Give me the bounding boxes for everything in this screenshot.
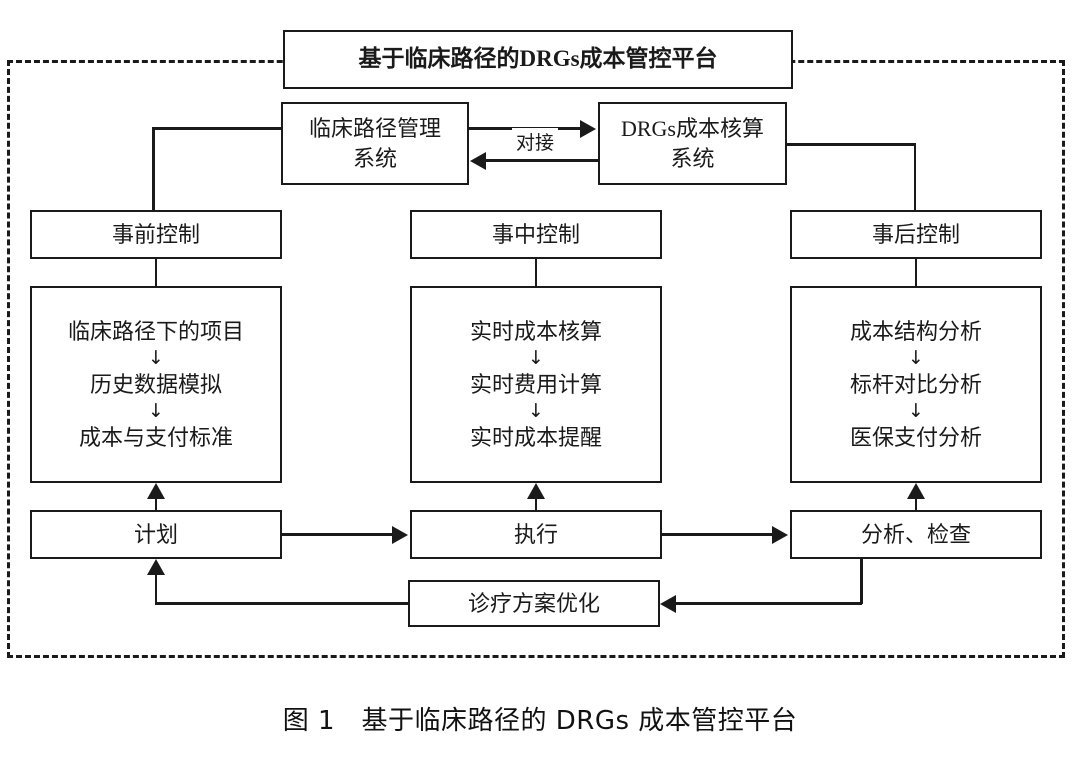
link-label-docking: 对接	[512, 128, 559, 155]
connector-act-left-to-plan	[154, 602, 409, 605]
connector-plan-up-to-pre-detail	[154, 494, 157, 510]
post-step-1: 成本结构分析	[849, 318, 982, 344]
clinical-pathway-system-box: 临床路径管理 系统	[281, 102, 469, 185]
down-arrow-icon: ↓	[528, 346, 544, 369]
post-detail-box: 成本结构分析 ↓ 标杆对比分析 ↓ 医保支付分析	[790, 286, 1042, 483]
post-control-label: 事后控制	[871, 221, 960, 247]
do-box: 执行	[410, 510, 662, 559]
post-step-2: 标杆对比分析	[849, 371, 982, 397]
connector-check-down-to-act	[860, 559, 863, 604]
pre-step-2: 历史数据模拟	[89, 371, 222, 397]
pre-control-label: 事前控制	[111, 221, 200, 247]
arrowhead-act-to-plan	[147, 559, 165, 575]
connector-drgs-down-to-post	[913, 143, 916, 210]
act-box: 诊疗方案优化	[408, 580, 660, 627]
arrowhead-plan-to-pre-detail	[147, 483, 165, 499]
connector-pathway-down-to-pre	[152, 127, 155, 210]
connector-check-up-to-post-detail	[914, 494, 917, 510]
arrowhead-do-to-check	[772, 525, 788, 544]
post-control-box: 事后控制	[790, 210, 1042, 259]
clinical-pathway-system-label: 临床路径管理 系统	[308, 116, 441, 171]
plan-label: 计划	[133, 521, 178, 547]
during-detail-box: 实时成本核算 ↓ 实时费用计算 ↓ 实时成本提醒	[410, 286, 662, 483]
down-arrow-icon: ↓	[528, 400, 544, 423]
during-step-2: 实时费用计算	[469, 371, 602, 397]
post-step-3: 医保支付分析	[849, 425, 982, 451]
connector-act-up-to-plan	[154, 575, 157, 604]
do-label: 执行	[513, 521, 558, 547]
arrowhead-plan-to-do	[392, 525, 408, 544]
plan-box: 计划	[30, 510, 282, 559]
platform-title-label: 基于临床路径的DRGs成本管控平台	[358, 46, 718, 72]
down-arrow-icon: ↓	[908, 400, 924, 423]
drgs-costing-system-label: DRGs成本核算 系统	[620, 116, 764, 171]
connector-pre-control-to-detail	[154, 259, 157, 286]
arrowhead-check-to-act	[660, 594, 676, 613]
down-arrow-icon: ↓	[148, 346, 164, 369]
connector-post-control-to-detail	[914, 259, 917, 286]
down-arrow-icon: ↓	[908, 346, 924, 369]
connector-check-left-to-act	[676, 602, 862, 605]
check-box: 分析、检查	[790, 510, 1042, 559]
down-arrow-icon: ↓	[148, 400, 164, 423]
arrowhead-pathway-to-drgs	[580, 119, 596, 138]
pre-step-3: 成本与支付标准	[78, 425, 233, 451]
check-label: 分析、检查	[860, 521, 971, 547]
connector-during-control-to-detail	[534, 259, 537, 286]
during-control-label: 事中控制	[491, 221, 580, 247]
arrowhead-check-to-post-detail	[907, 483, 925, 499]
arrowhead-drgs-to-pathway	[470, 151, 486, 170]
platform-title-box: 基于临床路径的DRGs成本管控平台	[283, 30, 793, 89]
during-step-3: 实时成本提醒	[469, 425, 602, 451]
drgs-costing-system-box: DRGs成本核算 系统	[598, 102, 787, 185]
arrowhead-do-to-during-detail	[527, 483, 545, 499]
connector-plan-to-do	[282, 533, 392, 536]
during-step-1: 实时成本核算	[469, 318, 602, 344]
connector-pathway-left-stub	[152, 127, 283, 130]
connector-drgs-right-stub	[785, 143, 916, 146]
pre-control-box: 事前控制	[30, 210, 282, 259]
connector-do-to-check	[662, 533, 772, 536]
connector-do-up-to-during-detail	[534, 494, 537, 510]
during-control-box: 事中控制	[410, 210, 662, 259]
connector-drgs-to-pathway	[486, 159, 598, 162]
pre-step-1: 临床路径下的项目	[67, 318, 244, 344]
pre-detail-box: 临床路径下的项目 ↓ 历史数据模拟 ↓ 成本与支付标准	[30, 286, 282, 483]
figure-caption: 图 1 基于临床路径的 DRGs 成本管控平台	[282, 706, 798, 736]
act-label: 诊疗方案优化	[467, 590, 600, 616]
